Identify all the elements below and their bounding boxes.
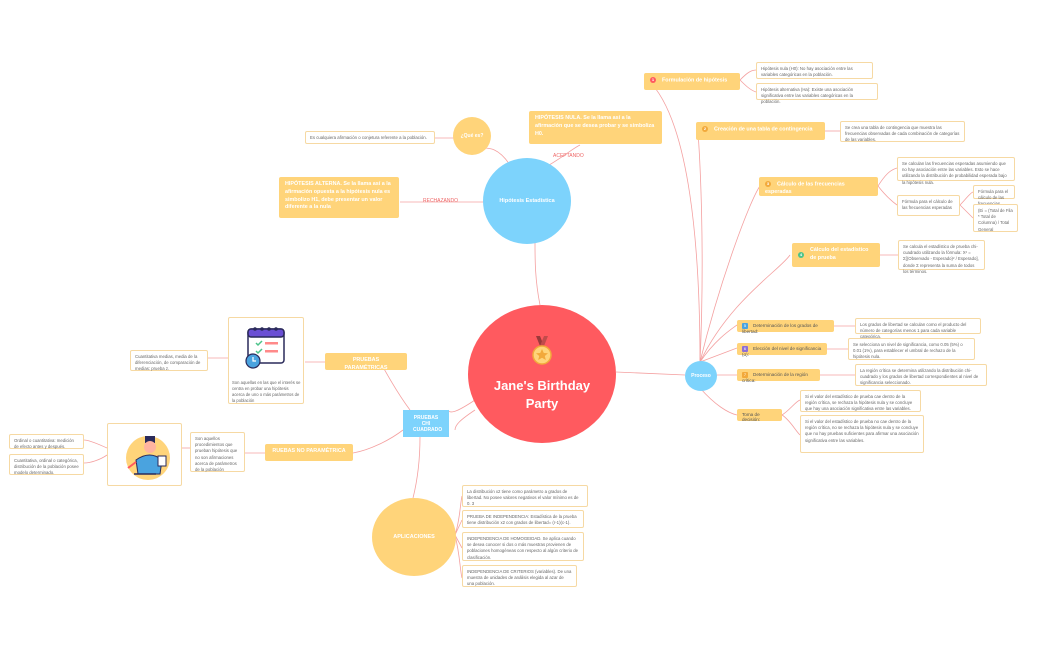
step-1-ha[interactable]: Hipótesis alternativa (Ha): Existe una a… [756,83,878,104]
step-3-label: Cálculo de las frecuencias esperadas [765,181,845,196]
rechazando-label: RECHAZANDO [423,198,459,204]
que-es-node[interactable]: ¿Qué es? [453,117,491,155]
proceso-title: Proceso [691,373,711,379]
decision-2-text[interactable]: Si el valor del estadístico de prueba no… [800,415,924,453]
step-4-text[interactable]: Se calcula el estadístico de prueba chi-… [898,240,985,274]
step-3-formula[interactable]: (Ei = (Total de Fila * Total de Columna)… [973,204,1018,232]
number-3-icon: 3 [765,181,771,187]
step-5-label: Determinación de los grados de libertad: [742,323,818,334]
award-icon [531,335,553,371]
hipotesis-nula-box[interactable]: HIPÓTESIS NULA. Se la llama así a la afi… [529,111,662,144]
step-1-h0[interactable]: Hipótesis nula (H0): No hay asociación e… [756,62,873,79]
number-2-icon: 2 [702,126,708,132]
no-parametricas-card[interactable] [107,423,182,486]
aplicaciones-item-2[interactable]: PRUEBA DE INDEPENDENCIA: Estadística de … [462,510,584,528]
aplicaciones-node[interactable]: APLICACIONES [372,498,456,576]
step-2-box[interactable]: 2 Creación de una tabla de contingencia [696,122,825,140]
step-decision-label: Toma de decisión: [742,412,761,422]
aceptando-label: ACEPTANDO [553,153,584,159]
step-7-text[interactable]: La región crítica se determina utilizand… [855,364,987,386]
hipotesis-title: Hipótesis Estadística [499,198,555,204]
aplicaciones-title: APLICACIONES [393,534,435,540]
step-6-text[interactable]: Se selecciona un nivel de significancia,… [848,338,975,360]
step-2-text[interactable]: Se crea una tabla de contingencia que mu… [840,121,965,142]
step-7-label: Determinación de la región crítica: [742,372,808,383]
step-3-sub[interactable]: Fórmula para el cálculo de las frecuenci… [897,195,960,216]
step-3-text[interactable]: Se calculan las frecuencias esperadas as… [897,157,1015,185]
chi-title: PRUEBAS CHI CUADRADO [413,414,443,433]
que-es-text[interactable]: Es cualquiera afirmación o conjetura ref… [305,131,435,144]
no-parametricas-ex1[interactable]: Ordinal o cuantitativa: medición de efec… [9,434,84,449]
chi-node[interactable]: PRUEBAS CHI CUADRADO [403,410,449,437]
step-4-label: Cálculo del estadístico de prueba [810,247,869,261]
central-topic[interactable]: Jane's Birthday Party [468,305,616,443]
decision-1-text[interactable]: Si el valor del estadístico de prueba ca… [800,390,921,412]
step-2-label: Creación de una tabla de contingencia [714,126,813,133]
hipotesis-node[interactable]: Hipótesis Estadística [483,158,571,244]
aplicaciones-item-1[interactable]: La distribución x2 tiene como parámetro … [462,485,588,507]
step-1-box[interactable]: 1 Formulación de hipótesis [644,73,740,90]
step-6-label: Elección del nivel de significancia (α): [742,346,822,357]
number-7-icon: 7 [742,372,748,378]
no-parametricas-box[interactable]: RUEBAS NO PARAMÉTRICA [265,444,353,461]
aplicaciones-item-4[interactable]: INDEPENDENCIA DE CRITERIOS (variables). … [462,565,577,587]
no-parametricas-ex2[interactable]: Cuantitativa, ordinal o categórica, dist… [9,454,84,475]
parametricas-box[interactable]: PRUEBAS PARAMÉTRICAS [325,353,407,371]
parametricas-example[interactable]: Cuantitativa medias, media de la diferen… [130,350,208,371]
no-parametricas-desc[interactable]: Son aquellos procedimientos que prueban … [190,432,245,472]
parametricas-card[interactable]: Son aquellas en las que el interés se ce… [228,317,304,404]
number-5-icon: 5 [742,323,748,329]
step-3-sub2[interactable]: Fórmula para el cálculo de las frecuenci… [973,185,1015,213]
step-4-box[interactable]: 4 Cálculo del estadístico de prueba [792,243,880,267]
no-parametricas-title: RUEBAS NO PARAMÉTRICA [272,448,346,454]
person-icon [118,428,174,489]
step-decision-box[interactable]: Toma de decisión: [737,409,782,422]
step-5-text[interactable]: Los grados de libertad se calculan como … [855,318,981,339]
calendar-icon [243,323,289,374]
parametricas-desc: Son aquellas en las que el interés se ce… [232,380,301,403]
central-title: Jane's Birthday Party [493,377,591,411]
proceso-node[interactable]: Proceso [685,361,717,391]
number-1-icon: 1 [650,77,656,83]
number-4-icon: 4 [798,252,804,258]
step-1-label: Formulación de hipótesis [662,77,728,84]
hipotesis-alterna-box[interactable]: HIPÓTESIS ALTERNA. Se la llama así a la … [279,177,399,218]
number-6-icon: 6 [742,346,748,352]
aplicaciones-item-3[interactable]: INDEPENDENCIA DE HOMOGEIDAD. Se aplica c… [462,532,584,561]
que-es-label: ¿Qué es? [460,133,484,139]
parametricas-title: PRUEBAS PARAMÉTRICAS [344,357,388,371]
